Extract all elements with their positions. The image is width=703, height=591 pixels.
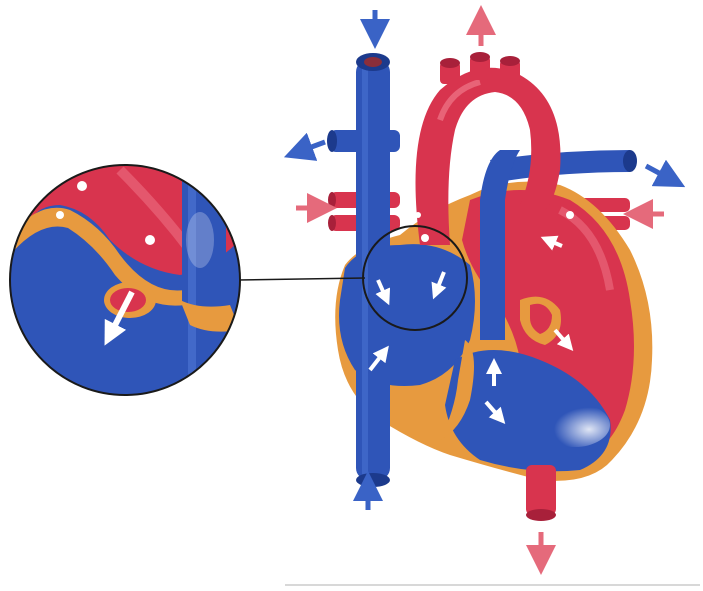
magnified-inset xyxy=(10,165,240,405)
heart xyxy=(327,52,652,521)
arrow-blue-icon xyxy=(646,166,672,180)
arrow-blue-icon xyxy=(298,142,325,152)
descending-aorta xyxy=(526,465,556,521)
vena-cava xyxy=(356,53,390,487)
